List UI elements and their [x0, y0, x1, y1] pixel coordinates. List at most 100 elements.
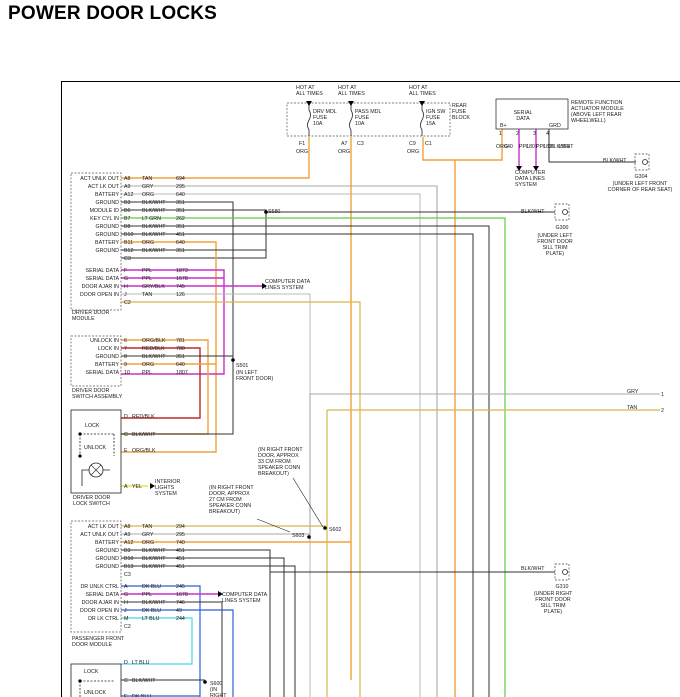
rear-fuse-block-label-line-0: REAR [452, 103, 467, 109]
ddm-color-1: GRY [142, 184, 154, 190]
s580-splice [264, 210, 268, 214]
note-right-front-27cm-line-4: BREAKOUT) [209, 509, 240, 515]
ddsa-color-3: ORG [142, 362, 154, 368]
wire-layer [121, 129, 660, 697]
ddm-pin-B7: B7 [124, 216, 131, 222]
ddm-label-14: DOOR OPEN IN [80, 292, 119, 298]
pdm-pin-A: A [124, 584, 128, 590]
wire-dls-c-gnd [121, 360, 234, 435]
wire-ddm-a12 [121, 193, 421, 697]
g304-desc-line-0: (UNDER LEFT FRONT [613, 181, 668, 187]
ddm-pin-F: F [124, 268, 128, 274]
rfa-wire-org: ORG [496, 144, 508, 150]
fuse-wire-org-1: ORG [338, 149, 350, 155]
ddm-num-7: 451 [176, 232, 185, 238]
g300-wire-label: BLK/WHT [521, 209, 545, 215]
dls-contact-2 [78, 454, 82, 458]
note-right-front-33cm-line-2: 33 CM FROM [258, 459, 291, 465]
g310-wire-label: BLK/WHT [521, 566, 545, 572]
dls-color-1: BLK/WHT [132, 432, 156, 438]
pdm-label-7: DR UNLK CTRL [80, 584, 119, 590]
pin-a7: A7 [341, 141, 348, 147]
right-conn-tan: TAN [627, 405, 637, 411]
computer-data-arrow-2 [218, 591, 223, 597]
interior-lights-system-line-0: INTERIOR [155, 479, 180, 485]
pdm-label-5: GROUND [95, 564, 119, 570]
pls-color-0: LT BLU [132, 660, 150, 666]
pdm-num-4: 451 [176, 556, 185, 562]
pin-f1: F1 [299, 141, 305, 147]
fuse-label-2-line-2: 15A [426, 121, 436, 127]
fuse-label-1-line-0: PASS MDL [355, 109, 381, 115]
pdm-num-2: 740 [176, 540, 185, 546]
dls-lamp-cross [90, 464, 102, 476]
g304-ground-icon-body [634, 153, 650, 171]
right-conn-gry: GRY [627, 389, 639, 395]
rfa-wire-1807-a: 1807 [526, 144, 538, 150]
ddm-name-line-1: MODULE [72, 316, 95, 322]
pdm-color-1: GRY [142, 532, 154, 538]
ddm-color-4: BLK/WHT [142, 208, 166, 214]
rfa-pin-4: 4 [546, 131, 549, 137]
hot-at-all-times-1-line-0: HOT AT [338, 85, 357, 91]
pdm-label-9: DOOR AJAR IN [82, 600, 120, 606]
ddm-color-14: TAN [142, 292, 152, 298]
ddm-color-5: LT GRN [142, 216, 161, 222]
fuse-wire-org-2: ORG [407, 149, 419, 155]
splice-leaders [256, 477, 324, 533]
ddm-label-11: SERIAL DATA [86, 268, 120, 274]
pdm-color-4: BLK/WHT [142, 556, 166, 562]
pdm-label-8: SERIAL DATA [86, 592, 120, 598]
wire-rfa-gnd-to-g304 [548, 129, 636, 163]
pls-lock-label: LOCK [84, 669, 99, 675]
ddm-pin-B8: B8 [124, 224, 131, 230]
g300-desc-line-3: PLATE) [546, 251, 564, 257]
pls-pin-C: C [124, 678, 128, 684]
ddm-label-2: BATTERY [95, 192, 119, 198]
ddm-num-12: 1678 [176, 276, 188, 282]
rfa-computer-data-lines-line-2: SYSTEM [515, 182, 537, 188]
pdm-color-3: BLK/WHT [142, 548, 166, 554]
s603-label: S603 [292, 533, 304, 539]
ddm-color-11: PPL [142, 268, 152, 274]
ddm-pin-A9: A9 [124, 184, 131, 190]
rfa-serial-data-line-0: SERIAL [514, 110, 533, 116]
pdm-label-10: DOOR OPEN IN [80, 608, 119, 614]
fuse-feed-arrow-0 [306, 101, 312, 106]
ddm-name-line-0: DRIVER DOOR [72, 310, 110, 316]
ddm-color-12: PPL [142, 276, 152, 282]
fuse-label-1-line-1: FUSE [355, 115, 370, 121]
note-right-front-33cm-line-0: (IN RIGHT FRONT [258, 447, 303, 453]
wire-ddm-j-tan [121, 301, 361, 697]
dls-lock-label: LOCK [85, 423, 100, 429]
dls-pin-E: E [124, 448, 128, 454]
pdm-color-2: ORG [142, 540, 154, 546]
ddm-num-3: 351 [176, 200, 185, 206]
ddsa-name-line-0: DRIVER DOOR [72, 388, 110, 394]
wire-pdm-h-blkwht [121, 601, 223, 697]
s580-label: S580 [268, 209, 280, 215]
hot-at-all-times-0-line-0: HOT AT [296, 85, 315, 91]
rfa-pin-grd: GRD [549, 123, 561, 129]
ddm-pin-A8: A8 [124, 176, 131, 182]
component-layer [70, 98, 650, 697]
g300-desc-line-1: FRONT DOOR [537, 239, 573, 245]
pdm-num-8: 1678 [176, 592, 188, 598]
diagram-frame [61, 81, 680, 697]
pdm-num-3: 451 [176, 548, 185, 554]
wire-pdm-b3-gnd [121, 549, 271, 697]
ddm-pin-J: J [124, 292, 127, 298]
ddsa-color-4: PPL [142, 370, 152, 376]
pls-contact-1 [78, 679, 82, 683]
dls-contact-1 [78, 432, 82, 436]
right-conn-pin-2: 2 [661, 408, 664, 414]
ddsa-num-4: 1807 [176, 370, 188, 376]
wire-rfa-b+-org [455, 129, 503, 161]
ddm-pin-A12: A12 [124, 192, 133, 198]
rfa-data-arrow-1 [516, 166, 522, 171]
ddm-num-2: 640 [176, 192, 185, 198]
rfa-module-box [495, 98, 569, 130]
rfa-label-line-0: REMOTE FUNCTION [571, 100, 623, 106]
ddm-pin-B6: B6 [124, 208, 131, 214]
ddsa-pin-10: 10 [124, 370, 130, 376]
